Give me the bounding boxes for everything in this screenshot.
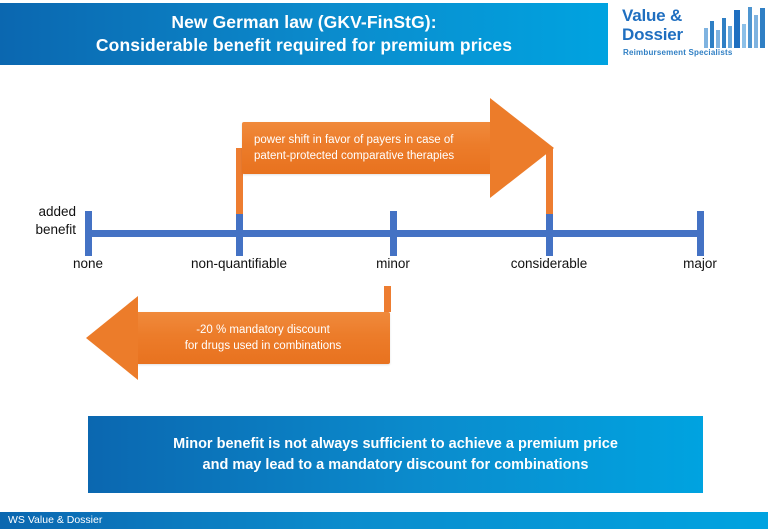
conclusion-line1: Minor benefit is not always sufficient t… [173, 436, 618, 452]
mandatory-discount-arrow-text: -20 % mandatory discount for drugs used … [138, 322, 388, 354]
logo-tagline: Reimbursement Specialists [623, 48, 733, 57]
conclusion-line2: and may lead to a mandatory discount for… [202, 457, 589, 473]
mandatory-discount-line2: for drugs used in combinations [184, 340, 342, 352]
power-shift-line2: patent-protected comparative therapies [254, 150, 455, 162]
axis-tick-label-minor: minor [376, 256, 410, 271]
logo-bar-3 [722, 18, 726, 48]
logo-bar-5 [734, 10, 740, 48]
axis-tick-major [697, 211, 704, 256]
power-shift-arrow-text: power shift in favor of payers in case o… [254, 132, 504, 164]
logo-bar-4 [728, 26, 732, 48]
mandatory-discount-arrow: -20 % mandatory discount for drugs used … [86, 296, 390, 380]
axis-tick-label-considerable: considerable [510, 256, 588, 271]
axis-title-line2: benefit [35, 222, 76, 237]
logo-bar-7 [748, 7, 752, 48]
axis-tick-none [85, 211, 92, 256]
axis-title: added benefit [14, 203, 76, 239]
logo-bar-9 [760, 8, 765, 48]
power-shift-arrow: power shift in favor of payers in case o… [242, 98, 554, 198]
page-title-line2: Considerable benefit required for premiu… [95, 35, 513, 55]
conclusion-text: Minor benefit is not always sufficient t… [88, 434, 703, 476]
logo-wordmark: Value & Dossier [622, 6, 702, 44]
bar-chart-icon [704, 7, 765, 48]
mandatory-discount-arrow-shaft [134, 312, 390, 364]
power-shift-line1: power shift in favor of payers in case o… [254, 134, 454, 146]
connector-minor [384, 286, 391, 312]
footer-label: WS Value & Dossier [8, 514, 103, 526]
page-title: New German law (GKV-FinStG): Considerabl… [0, 11, 608, 57]
footer-bar: WS Value & Dossier [0, 512, 768, 529]
mandatory-discount-line1: -20 % mandatory discount [196, 324, 330, 336]
logo-word-dossier: Dossier [622, 25, 683, 44]
page-title-line1: New German law (GKV-FinStG): [171, 12, 437, 32]
axis-tick-label-non-quantifiable: non-quantifiable [190, 256, 288, 271]
logo-bar-2 [716, 30, 720, 48]
logo-word-value: Value & [622, 6, 683, 25]
header-banner: New German law (GKV-FinStG): Considerabl… [0, 3, 608, 65]
logo-bar-8 [754, 15, 758, 48]
logo-bar-1 [710, 21, 714, 48]
logo-bar-0 [704, 28, 708, 48]
power-shift-arrow-head-icon [490, 98, 554, 198]
mandatory-discount-arrow-head-icon [86, 296, 138, 380]
axis-title-line1: added [38, 204, 76, 219]
axis-tick-non-quantifiable [236, 211, 243, 256]
connector-non-quantifiable [236, 148, 243, 214]
axis-tick-minor [390, 211, 397, 256]
company-logo: Value & Dossier Reimbursement Specialist… [618, 4, 766, 64]
power-shift-arrow-shaft [242, 122, 495, 174]
conclusion-banner: Minor benefit is not always sufficient t… [88, 416, 703, 493]
axis-tick-label-none: none [72, 256, 104, 271]
axis-tick-label-major: major [683, 256, 717, 271]
logo-bar-6 [742, 24, 746, 48]
axis-tick-considerable [546, 211, 553, 256]
